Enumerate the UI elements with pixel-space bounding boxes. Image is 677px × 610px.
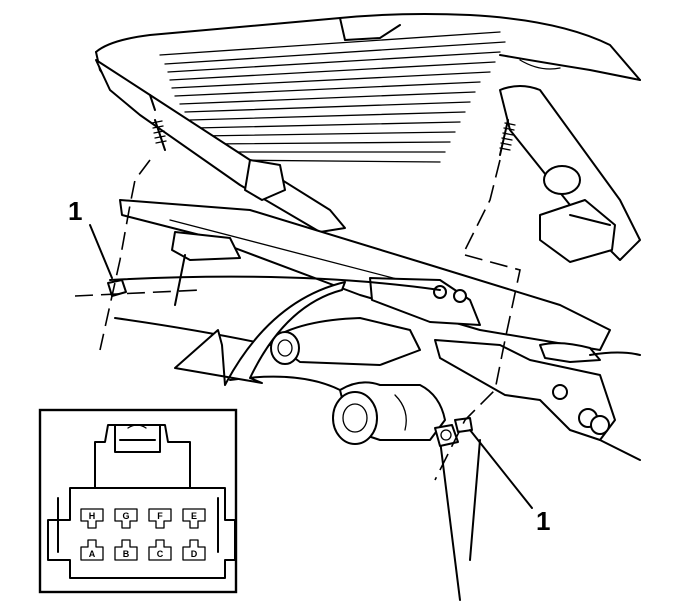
connector-inset: [38, 408, 238, 594]
fastener-nut-right: [434, 417, 473, 447]
pin-label-a: A: [89, 549, 96, 559]
alignment-lines: [74, 159, 521, 481]
liftgate-window: [95, 13, 641, 163]
pin-cell-c: [148, 539, 172, 561]
pin-label-c: C: [157, 549, 164, 559]
pin-cell-f: [148, 508, 172, 529]
removal-arrow: [174, 281, 346, 386]
pin-cell-a: [80, 539, 104, 561]
connector-pins: H G F E A B C D: [80, 508, 206, 561]
callout-leader-left: [89, 224, 113, 279]
pin-label-b: B: [123, 549, 130, 559]
callout-leader-right: [469, 429, 533, 509]
upper-studs: [151, 119, 516, 156]
pin-label-h: H: [89, 511, 96, 521]
pin-label-f: F: [157, 511, 163, 521]
callout-1-left: 1: [68, 196, 82, 226]
body-outline: [109, 275, 641, 601]
pin-label-g: G: [122, 511, 129, 521]
pin-label-e: E: [191, 511, 197, 521]
pin-cell-e: [182, 508, 206, 529]
right-lower-bracket: [434, 339, 641, 441]
callout-1-right: 1: [536, 506, 550, 536]
right-hinge-strut: [499, 85, 641, 263]
wiper-motor: [269, 317, 446, 445]
wiper-motor-bracket: [119, 159, 611, 351]
pin-cell-d: [182, 539, 206, 561]
pin-cell-b: [114, 539, 138, 561]
pin-cell-h: [80, 508, 104, 529]
pin-label-d: D: [191, 549, 198, 559]
pin-cell-g: [114, 508, 138, 529]
